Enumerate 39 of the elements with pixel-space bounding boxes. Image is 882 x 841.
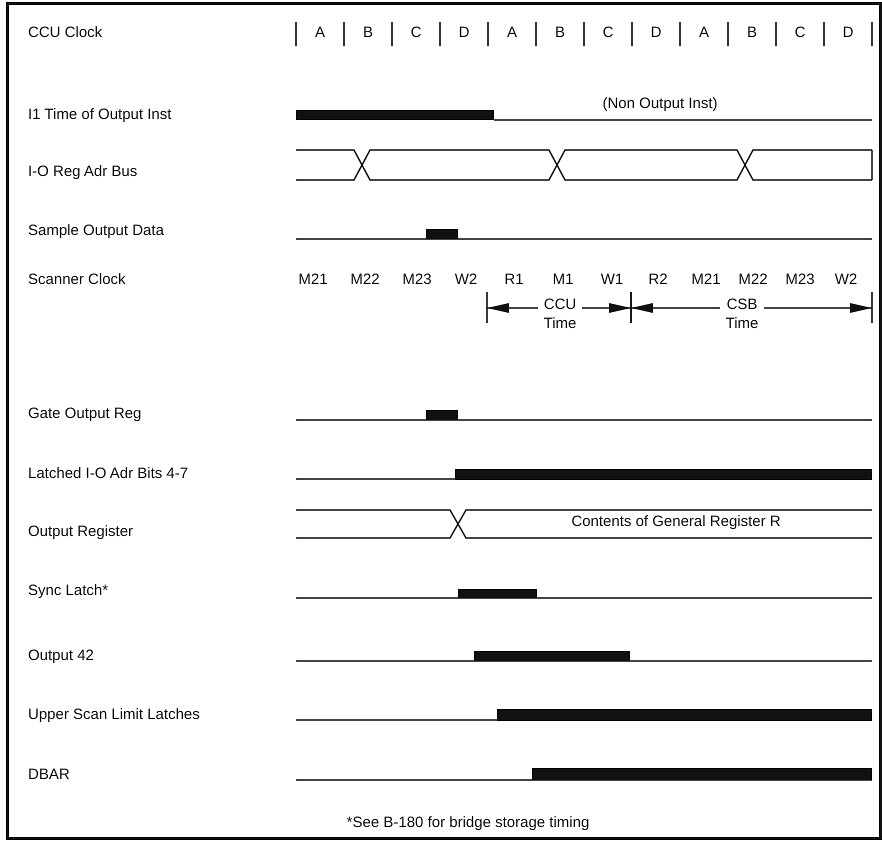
signal-name: I1 Time of Output Inst — [28, 106, 172, 124]
scanner-phase-label: M21 — [691, 271, 721, 289]
clock-phase-label: D — [842, 24, 854, 42]
signal-name: Latched I-O Adr Bits 4-7 — [28, 465, 188, 483]
scanner-phase-label: M22 — [350, 271, 380, 289]
waveform-annotation: Contents of General Register R — [571, 513, 781, 531]
clock-phase-label: C — [602, 24, 614, 42]
scanner-phase-label: M23 — [785, 271, 815, 289]
scanner-phase-label: W2 — [454, 271, 478, 289]
signal-name: Upper Scan Limit Latches — [28, 706, 200, 724]
scanner-phase-label: R1 — [504, 271, 524, 289]
clock-phase-label: B — [555, 24, 565, 42]
clock-phase-label: B — [363, 24, 373, 42]
scanner-phase-label: M22 — [738, 271, 768, 289]
signal-name: Scanner Clock — [28, 271, 126, 289]
clock-phase-label: D — [650, 24, 662, 42]
scanner-phase-label: M23 — [402, 271, 432, 289]
scanner-phase-label: R2 — [648, 271, 668, 289]
clock-phase-label: D — [458, 24, 470, 42]
signal-name: Output Register — [28, 523, 134, 541]
scanner-phase-label: M1 — [552, 271, 574, 289]
signal-name: DBAR — [28, 766, 70, 784]
scanner-phase-label: W2 — [834, 271, 858, 289]
clock-phase-label: C — [410, 24, 422, 42]
clock-phase-label: A — [699, 24, 709, 42]
clock-phase-label: A — [315, 24, 325, 42]
signal-name: Sample Output Data — [28, 222, 164, 240]
signal-name: I-O Reg Adr Bus — [28, 163, 138, 181]
clock-phase-label: A — [507, 24, 517, 42]
clock-phase-label: C — [794, 24, 806, 42]
signal-name: CCU Clock — [28, 24, 102, 42]
signal-name: Gate Output Reg — [28, 405, 142, 423]
footnote: *See B-180 for bridge storage timing — [346, 814, 590, 832]
signal-name: Output 42 — [28, 647, 94, 665]
clock-phase-label: B — [747, 24, 757, 42]
scanner-phase-label: M21 — [298, 271, 328, 289]
waveform-annotation: (Non Output Inst) — [602, 95, 718, 113]
signal-name: Sync Latch* — [28, 582, 108, 600]
scanner-phase-label: W1 — [600, 271, 624, 289]
